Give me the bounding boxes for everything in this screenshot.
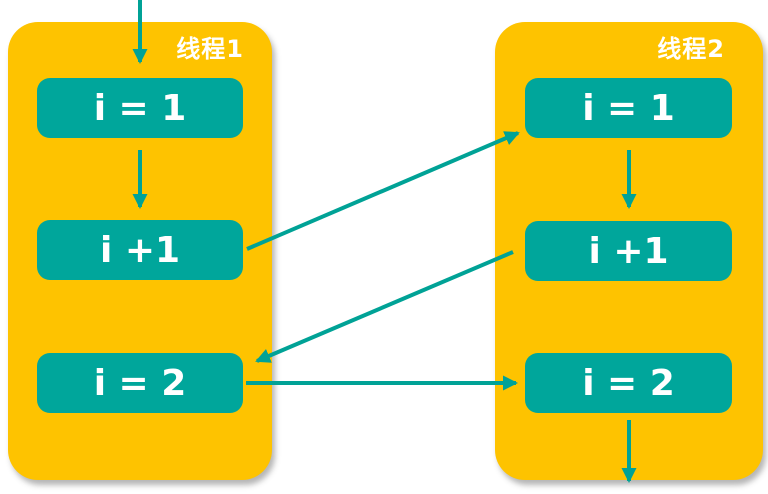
thread1-box-i-plus-1: i +1 xyxy=(37,220,243,280)
arrow-thread1-i+1-to-thread2-i=1 xyxy=(246,131,520,251)
thread1-label: 线程1 xyxy=(176,35,244,63)
arrow-thread2-i+1-to-thread1-i=2 xyxy=(255,250,514,363)
thread1-box-i-equals-2: i = 2 xyxy=(37,353,243,413)
thread2-label: 线程2 xyxy=(657,35,725,63)
thread2-box-i-equals-2: i = 2 xyxy=(525,353,732,413)
thread1-box-i-equals-1: i = 1 xyxy=(37,78,243,138)
thread2-panel: 线程2 i = 1 i +1 i = 2 xyxy=(495,22,763,480)
thread2-box-i-equals-1: i = 1 xyxy=(525,78,732,138)
thread2-box-i-plus-1: i +1 xyxy=(525,221,732,281)
thread1-panel: 线程1 i = 1 i +1 i = 2 xyxy=(8,22,272,480)
